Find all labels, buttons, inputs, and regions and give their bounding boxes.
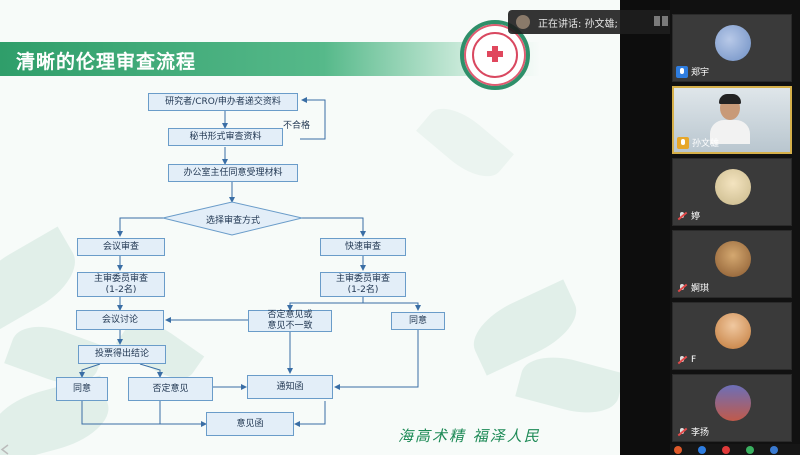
- mic-icon: [676, 65, 688, 78]
- mic-muted-icon: [676, 426, 688, 438]
- active-speaker-bar: 正在讲话: 孙文雄;: [508, 10, 688, 34]
- logo-ring: [472, 32, 518, 78]
- video-gutter: [620, 0, 670, 455]
- taskbar-strip: [670, 444, 800, 455]
- participant-name: 孙文雄: [677, 136, 719, 149]
- avatar: [715, 169, 751, 205]
- participant-tile-active[interactable]: 孙文雄: [672, 86, 792, 154]
- participant-name: 郑宇: [676, 65, 709, 78]
- opinion-letter-node: 意见函: [206, 412, 294, 436]
- participant-tile[interactable]: 婷: [672, 158, 792, 226]
- disagree-node: 否定意见或 意见不一致: [248, 310, 332, 332]
- participant-tile[interactable]: 李扬: [672, 374, 792, 442]
- meeting-discussion-node: 会议讨论: [76, 310, 164, 330]
- mic-muted-icon: [676, 282, 688, 294]
- presentation-slide: 清晰的伦理审查流程: [0, 0, 620, 455]
- avatar: [715, 385, 751, 421]
- avatar: [715, 25, 751, 61]
- agree-right-node: 同意: [391, 312, 445, 330]
- calligraphy-slogan: 海高术精 福泽人民: [398, 427, 541, 445]
- app-icon[interactable]: [722, 446, 730, 454]
- secretary-review-node: 秘书形式审查资料: [168, 128, 283, 146]
- flowchart-connectors: [79, 97, 421, 427]
- meeting-review-node: 会议审查: [77, 238, 165, 256]
- participant-name: 婀琪: [676, 281, 709, 294]
- participant-tile[interactable]: 郑宇: [672, 14, 792, 82]
- negative-opinion-node: 否定意见: [128, 377, 213, 401]
- participant-name: 李扬: [676, 425, 709, 438]
- app-icon[interactable]: [770, 446, 778, 454]
- participant-tile[interactable]: 婀琪: [672, 230, 792, 298]
- speaker-video-person: [710, 94, 750, 144]
- notice-letter-node: 通知函: [247, 375, 333, 399]
- mic-icon: [677, 136, 689, 149]
- app-icon[interactable]: [698, 446, 706, 454]
- vote-conclusion-node: 投票得出结论: [78, 345, 166, 364]
- main-reviewer-right-node: 主审委员审查 (1-2名): [320, 272, 406, 297]
- avatar: [715, 313, 751, 349]
- avatar: [715, 241, 751, 277]
- main-reviewer-left-node: 主审委员审查 (1-2名): [77, 272, 165, 297]
- director-accept-node: 办公室主任同意受理材料: [168, 164, 298, 182]
- submit-materials-node: 研究者/CRO/申办者递交资料: [148, 93, 298, 111]
- participant-tile[interactable]: F: [672, 302, 792, 370]
- slide-title: 清晰的伦理审查流程: [16, 51, 197, 73]
- speaker-label: 正在讲话: 孙文雄;: [538, 18, 618, 30]
- participant-name: 婷: [676, 209, 700, 222]
- medical-cross-icon: [487, 46, 503, 62]
- agree-left-node: 同意: [56, 377, 108, 401]
- fast-review-node: 快速审查: [320, 238, 406, 256]
- participant-name: F: [676, 354, 696, 366]
- app-icon[interactable]: [674, 446, 682, 454]
- title-band: [0, 42, 540, 76]
- participants-panel: 郑宇 孙文雄 婷 婀琪 F 李扬: [670, 0, 800, 455]
- mic-muted-icon: [676, 210, 688, 222]
- hospital-logo: [460, 20, 530, 90]
- unqualified-label: 不合格: [283, 121, 311, 131]
- mic-muted-icon: [676, 354, 688, 366]
- slide-nav-arrow-icon[interactable]: [0, 444, 10, 455]
- app-icon[interactable]: [746, 446, 754, 454]
- speaker-avatar: [516, 15, 530, 29]
- choose-review-method-label: 选择审查方式: [206, 216, 261, 226]
